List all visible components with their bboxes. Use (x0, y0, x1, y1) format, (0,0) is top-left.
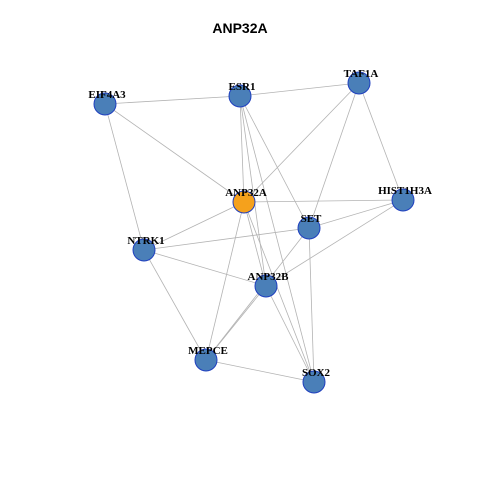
node-mepce (194, 348, 218, 372)
edge-esr1-sox2 (239, 95, 315, 383)
edge-hist1h3a-anp32b (265, 199, 404, 287)
graph-title: ANP32A (212, 20, 268, 36)
node-label-set: SET (301, 213, 322, 225)
edge-taf1a-anp32a (243, 82, 360, 203)
node-hist1h3a (391, 188, 415, 212)
edge-anp32b-mepce (205, 285, 267, 361)
edge-anp32b-sox2 (265, 285, 315, 383)
edge-hist1h3a-set (308, 199, 404, 229)
node-sox2 (302, 370, 326, 394)
edge-esr1-anp32b (239, 95, 267, 287)
edge-esr1-anp32a (239, 95, 245, 203)
edge-layer (104, 82, 404, 383)
node-label-eif4a3: EIF4A3 (88, 89, 126, 101)
edge-taf1a-hist1h3a (358, 82, 404, 201)
edge-set-ntrk1 (143, 227, 310, 251)
edge-set-mepce (205, 227, 310, 361)
node-label-mepce: MEPCE (188, 345, 228, 357)
edge-esr1-taf1a (239, 82, 360, 97)
node-eif4a3 (93, 92, 117, 116)
node-label-sox2: SOX2 (302, 367, 331, 379)
edge-ntrk1-anp32b (143, 249, 267, 287)
node-label-hist1h3a: HIST1H3A (378, 185, 432, 197)
edge-esr1-set (239, 95, 310, 229)
node-anp32b (254, 274, 278, 298)
edge-anp32a-mepce (205, 201, 245, 361)
node-label-taf1a: TAF1A (344, 68, 379, 80)
node-label-esr1: ESR1 (229, 81, 256, 93)
label-layer: EIF4A3 ESR1 TAF1A HIST1H3A ANP32A SET NTRK1ANP… (88, 68, 432, 379)
node-anp32a (232, 190, 256, 214)
node-label-ntrk1: NTRK1 (127, 235, 164, 247)
edge-anp32a-anp32b (243, 201, 267, 287)
edge-anp32a-sox2 (243, 201, 315, 383)
node-layer (93, 71, 415, 394)
node-taf1a (347, 71, 371, 95)
edge-eif4a3-ntrk1 (104, 103, 145, 251)
node-esr1 (228, 84, 252, 108)
edge-ntrk1-mepce (143, 249, 207, 361)
node-ntrk1 (132, 238, 156, 262)
edge-anp32a-hist1h3a (243, 199, 404, 203)
edge-set-sox2 (308, 227, 315, 383)
node-label-anp32a: ANP32A (225, 187, 267, 199)
node-label-anp32b: ANP32B (248, 271, 290, 283)
edge-eif4a3-anp32a (104, 103, 245, 203)
edge-anp32a-ntrk1 (143, 201, 245, 251)
edge-taf1a-set (308, 82, 360, 229)
node-set (297, 216, 321, 240)
edge-mepce-sox2 (205, 359, 315, 383)
edge-eif4a3-esr1 (104, 95, 241, 105)
